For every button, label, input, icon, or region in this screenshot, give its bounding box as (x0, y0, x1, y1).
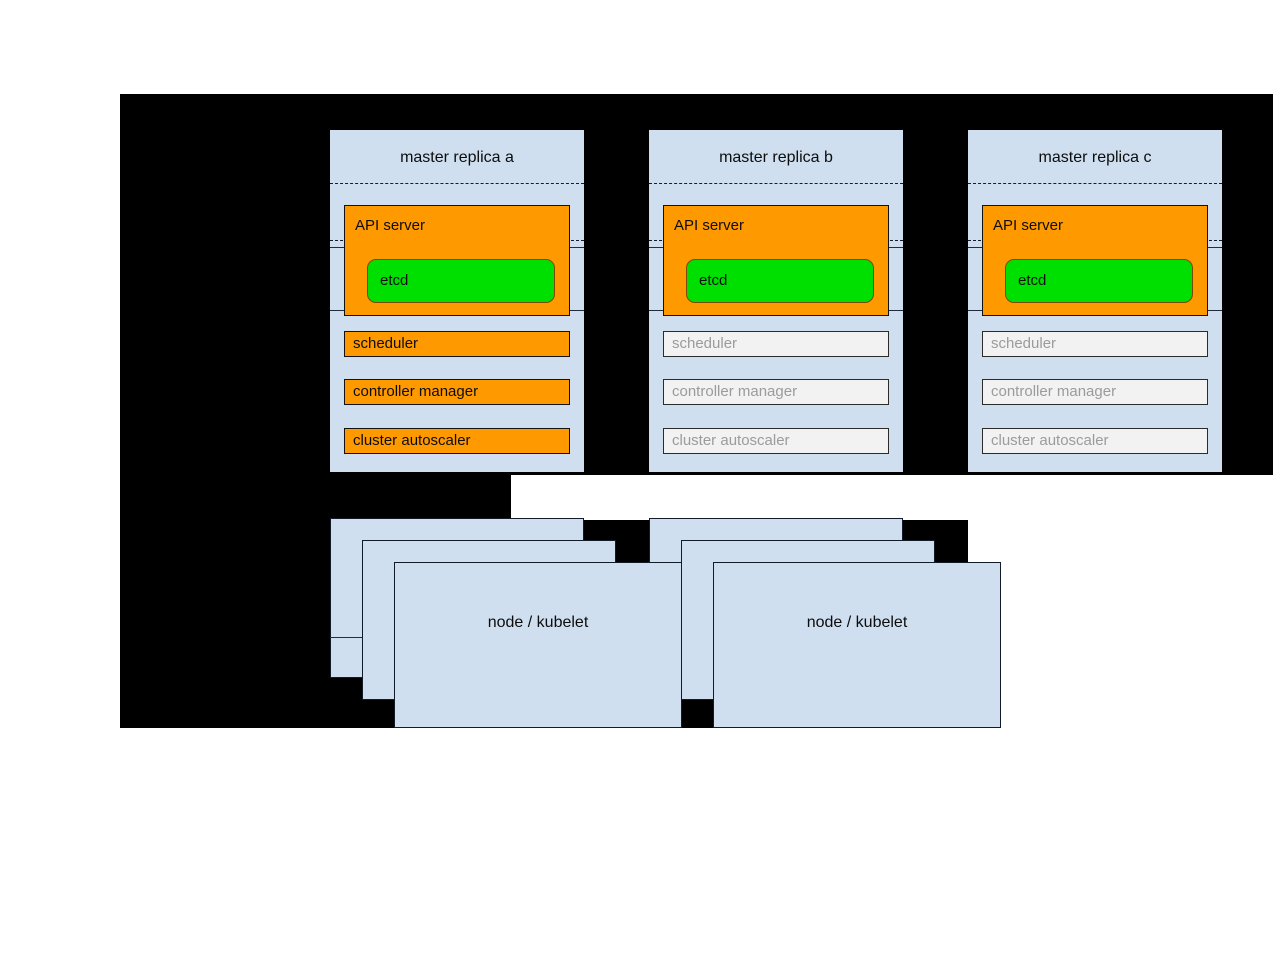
replica-a-api-server-label: API server (355, 217, 426, 234)
replica-c-etcd-label: etcd (1018, 272, 1047, 289)
replica-c-api-server[interactable]: API server etcd (982, 205, 1208, 316)
node-group-2-label: node / kubelet (806, 614, 908, 631)
replica-a-etcd-label: etcd (380, 272, 409, 289)
replica-a-cluster-autoscaler[interactable]: cluster autoscaler (344, 428, 570, 454)
replica-c-api-server-label: API server (993, 217, 1064, 234)
replica-b-cluster-autoscaler[interactable]: cluster autoscaler (663, 428, 889, 454)
replica-c-etcd[interactable]: etcd (1005, 259, 1193, 303)
replica-b-controller-manager[interactable]: controller manager (663, 379, 889, 405)
master-replica-b[interactable]: master replica b API server etcd schedul… (649, 130, 903, 472)
replica-a-api-server[interactable]: API server etcd (344, 205, 570, 316)
replica-a-dashed-rule-top (330, 183, 584, 184)
replica-b-api-server-label: API server (674, 217, 745, 234)
node-card-front[interactable]: node / kubelet (713, 562, 1001, 728)
node-group-1-label: node / kubelet (487, 614, 589, 631)
master-replica-a[interactable]: master replica a API server etcd schedul… (330, 130, 584, 472)
replica-c-scheduler[interactable]: scheduler (982, 331, 1208, 357)
replica-c-dashed-rule-top (968, 183, 1222, 184)
replica-b-api-server[interactable]: API server etcd (663, 205, 889, 316)
replica-b-dashed-rule-top (649, 183, 903, 184)
node-card-front[interactable]: node / kubelet (394, 562, 682, 728)
replica-a-scheduler[interactable]: scheduler (344, 331, 570, 357)
replica-a-etcd[interactable]: etcd (367, 259, 555, 303)
replica-b-etcd[interactable]: etcd (686, 259, 874, 303)
master-replica-a-title: master replica a (400, 149, 514, 166)
master-replica-c-title: master replica c (1038, 149, 1152, 166)
node-group-1[interactable]: node / kubelet (330, 518, 682, 728)
replica-b-etcd-label: etcd (699, 272, 728, 289)
master-replica-c[interactable]: master replica c API server etcd schedul… (968, 130, 1222, 472)
replica-b-scheduler[interactable]: scheduler (663, 331, 889, 357)
replica-c-controller-manager[interactable]: controller manager (982, 379, 1208, 405)
node-group-2[interactable]: node / kubelet (649, 518, 1001, 728)
replica-c-cluster-autoscaler[interactable]: cluster autoscaler (982, 428, 1208, 454)
replica-a-controller-manager[interactable]: controller manager (344, 379, 570, 405)
master-replica-b-title: master replica b (719, 149, 833, 166)
backdrop-plate-middle (120, 475, 511, 520)
